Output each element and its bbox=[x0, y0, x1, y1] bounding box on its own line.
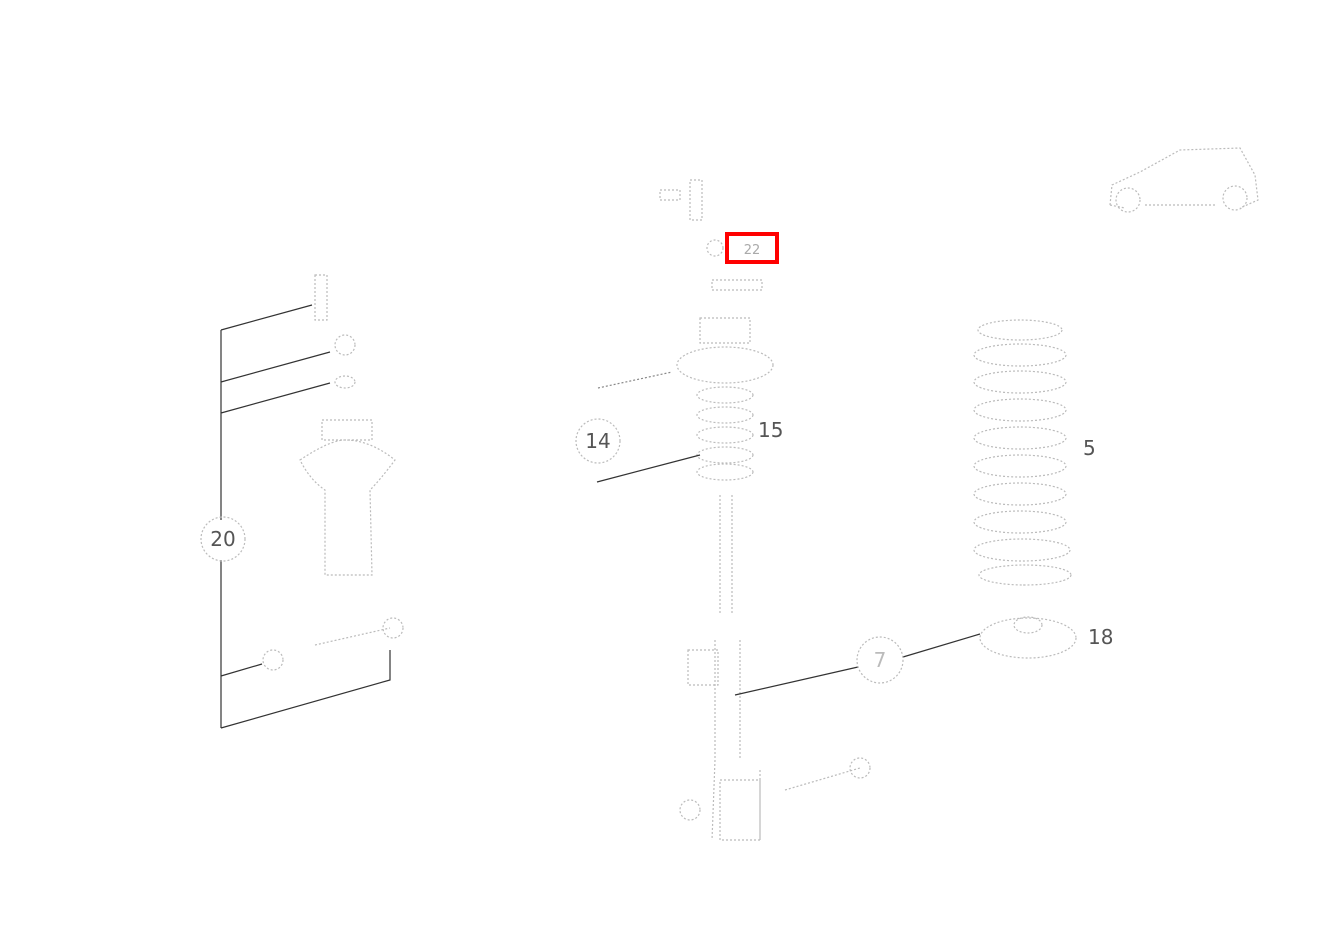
label-15[interactable]: 15 bbox=[758, 418, 783, 442]
highlight-box bbox=[725, 232, 779, 264]
label-22[interactable]: 22 bbox=[744, 243, 761, 258]
label-18[interactable]: 18 bbox=[1088, 625, 1113, 649]
label-20[interactable]: 20 bbox=[210, 527, 235, 551]
car-icon bbox=[1109, 147, 1259, 213]
coil-spring bbox=[973, 319, 1072, 586]
shock-absorber bbox=[679, 495, 871, 841]
label-14[interactable]: 14 bbox=[585, 429, 610, 453]
strut-mount bbox=[676, 317, 774, 384]
spring-seat bbox=[979, 616, 1077, 659]
label-5[interactable]: 5 bbox=[1083, 436, 1096, 460]
bump-stop bbox=[696, 386, 754, 481]
label-7[interactable]: 7 bbox=[874, 648, 887, 672]
left-kit bbox=[262, 274, 404, 671]
top-bolt bbox=[659, 179, 763, 291]
